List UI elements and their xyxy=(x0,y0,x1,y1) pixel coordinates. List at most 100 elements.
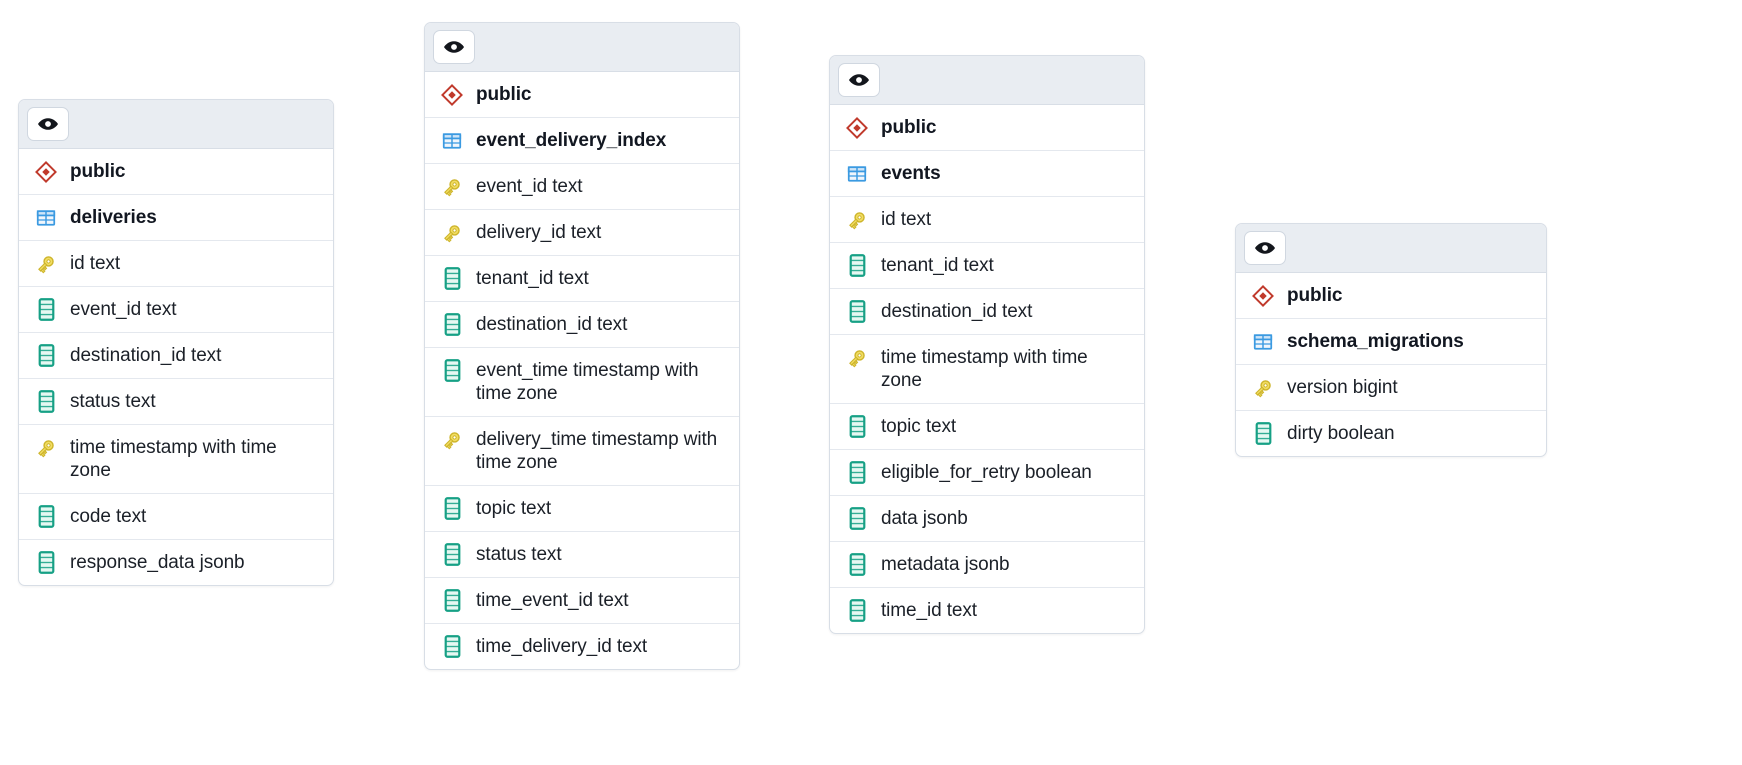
schema-row[interactable]: public xyxy=(1236,273,1546,319)
card-header xyxy=(830,56,1144,105)
table-name: events xyxy=(881,163,941,184)
column-label: response_data jsonb xyxy=(70,552,245,573)
eye-icon[interactable] xyxy=(1244,231,1286,265)
column-icon xyxy=(844,254,870,277)
eye-icon[interactable] xyxy=(433,30,475,64)
column-row[interactable]: topic text xyxy=(830,404,1144,450)
column-row[interactable]: topic text xyxy=(425,486,739,532)
column-label: destination_id text xyxy=(70,345,222,366)
column-row[interactable]: destination_id text xyxy=(830,289,1144,335)
column-icon xyxy=(439,359,465,382)
column-label: delivery_time timestamp with time zone xyxy=(476,429,718,473)
schema-row[interactable]: public xyxy=(19,149,333,195)
column-icon xyxy=(439,635,465,658)
column-label: time_id text xyxy=(881,600,977,621)
key-icon xyxy=(33,436,59,459)
table-name: event_delivery_index xyxy=(476,130,667,151)
column-icon xyxy=(439,313,465,336)
table-name-row[interactable]: event_delivery_index xyxy=(425,118,739,164)
card-header xyxy=(425,23,739,72)
table-card-events[interactable]: public events id text tenant_id text destina… xyxy=(829,55,1145,634)
column-icon xyxy=(439,589,465,612)
column-icon xyxy=(844,599,870,622)
schema-name: public xyxy=(476,84,532,105)
column-label: status text xyxy=(70,391,156,412)
column-row[interactable]: status text xyxy=(425,532,739,578)
column-label: destination_id text xyxy=(881,301,1033,322)
key-icon xyxy=(439,175,465,198)
column-row[interactable]: time timestamp with time zone xyxy=(830,335,1144,404)
column-row[interactable]: metadata jsonb xyxy=(830,542,1144,588)
schema-name: public xyxy=(881,117,937,138)
column-row[interactable]: time_event_id text xyxy=(425,578,739,624)
column-icon xyxy=(844,507,870,530)
column-row[interactable]: tenant_id text xyxy=(830,243,1144,289)
column-row[interactable]: dirty boolean xyxy=(1236,411,1546,456)
column-row[interactable]: status text xyxy=(19,379,333,425)
eye-icon[interactable] xyxy=(27,107,69,141)
column-label: eligible_for_retry boolean xyxy=(881,462,1092,483)
table-grid-icon xyxy=(33,206,59,229)
column-row[interactable]: time timestamp with time zone xyxy=(19,425,333,494)
column-icon xyxy=(33,298,59,321)
column-label: tenant_id text xyxy=(881,255,994,276)
column-icon xyxy=(439,267,465,290)
table-name-row[interactable]: events xyxy=(830,151,1144,197)
column-label: event_id text xyxy=(476,176,583,197)
column-label: data jsonb xyxy=(881,508,968,529)
card-header xyxy=(19,100,333,149)
table-name-row[interactable]: deliveries xyxy=(19,195,333,241)
column-row[interactable]: eligible_for_retry boolean xyxy=(830,450,1144,496)
column-row[interactable]: time_id text xyxy=(830,588,1144,633)
table-card-event_delivery_index[interactable]: public event_delivery_index event_id text d… xyxy=(424,22,740,670)
column-label: topic text xyxy=(476,498,552,519)
schema-row[interactable]: public xyxy=(830,105,1144,151)
column-row[interactable]: id text xyxy=(19,241,333,287)
key-icon xyxy=(844,346,870,369)
column-label: version bigint xyxy=(1287,377,1398,398)
column-row[interactable]: version bigint xyxy=(1236,365,1546,411)
table-grid-icon xyxy=(844,162,870,185)
eye-icon[interactable] xyxy=(838,63,880,97)
column-icon xyxy=(844,553,870,576)
column-label: id text xyxy=(881,209,931,230)
column-row[interactable]: data jsonb xyxy=(830,496,1144,542)
schema-diamond-icon xyxy=(1250,284,1276,307)
schema-row[interactable]: public xyxy=(425,72,739,118)
column-icon xyxy=(439,497,465,520)
column-label: time_delivery_id text xyxy=(476,636,648,657)
column-label: event_time timestamp with time zone xyxy=(476,360,699,404)
column-row[interactable]: tenant_id text xyxy=(425,256,739,302)
schema-diamond-icon xyxy=(844,116,870,139)
key-icon xyxy=(844,208,870,231)
column-row[interactable]: event_time timestamp with time zone xyxy=(425,348,739,417)
column-icon xyxy=(439,543,465,566)
column-row[interactable]: delivery_id text xyxy=(425,210,739,256)
column-row[interactable]: destination_id text xyxy=(425,302,739,348)
key-icon xyxy=(33,252,59,275)
column-row[interactable]: event_id text xyxy=(425,164,739,210)
column-row[interactable]: code text xyxy=(19,494,333,540)
column-label: metadata jsonb xyxy=(881,554,1010,575)
table-name-row[interactable]: schema_migrations xyxy=(1236,319,1546,365)
table-grid-icon xyxy=(1250,330,1276,353)
column-label: tenant_id text xyxy=(476,268,589,289)
table-name: schema_migrations xyxy=(1287,331,1464,352)
column-label: time_event_id text xyxy=(476,590,629,611)
column-label: time timestamp with time zone xyxy=(70,437,277,481)
column-row[interactable]: delivery_time timestamp with time zone xyxy=(425,417,739,486)
column-row[interactable]: id text xyxy=(830,197,1144,243)
schema-name: public xyxy=(1287,285,1343,306)
column-icon xyxy=(33,344,59,367)
column-row[interactable]: destination_id text xyxy=(19,333,333,379)
column-label: delivery_id text xyxy=(476,222,602,243)
column-icon xyxy=(844,461,870,484)
column-row[interactable]: response_data jsonb xyxy=(19,540,333,585)
schema-diamond-icon xyxy=(33,160,59,183)
column-row[interactable]: event_id text xyxy=(19,287,333,333)
column-row[interactable]: time_delivery_id text xyxy=(425,624,739,669)
column-icon xyxy=(844,300,870,323)
